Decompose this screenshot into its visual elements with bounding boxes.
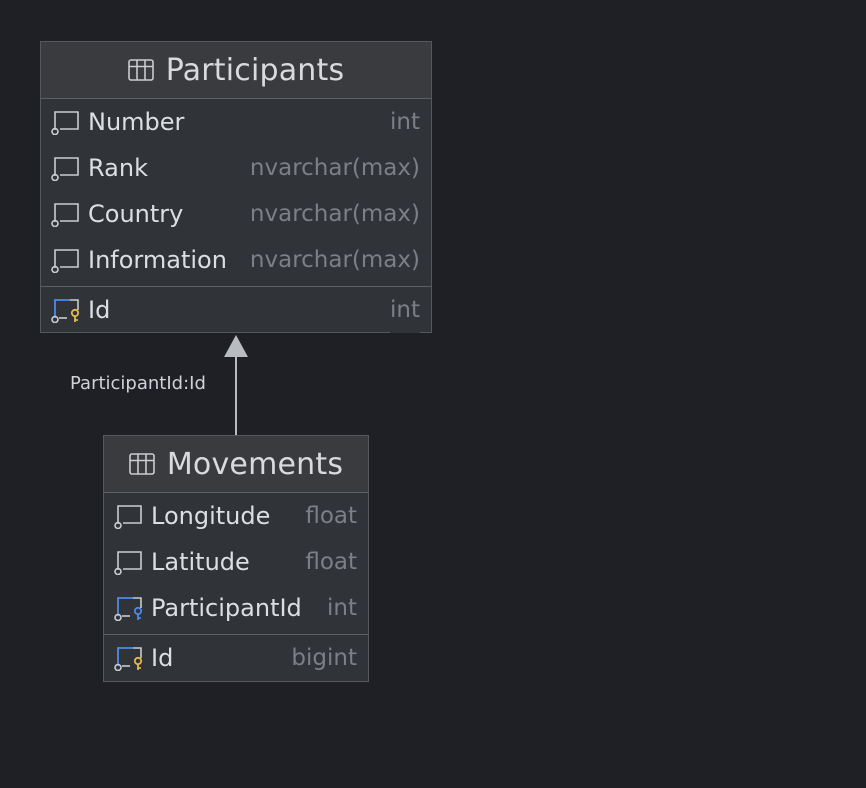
foreign-key-column-icon xyxy=(114,597,143,621)
column-type: int xyxy=(327,585,357,631)
column-row[interactable]: Information nvarchar(max) xyxy=(41,237,431,283)
column-row[interactable]: Rank nvarchar(max) xyxy=(41,145,431,191)
column-name: Country xyxy=(88,200,184,228)
column-row[interactable]: ParticipantId int xyxy=(104,585,368,631)
column-type: float xyxy=(305,493,357,539)
entity-header[interactable]: Movements xyxy=(104,436,368,493)
column-type: float xyxy=(305,539,357,585)
table-icon xyxy=(127,59,154,81)
column-icon xyxy=(51,157,79,181)
column-row[interactable]: Number int xyxy=(41,99,431,145)
primary-key-row[interactable]: Id int xyxy=(41,287,431,333)
column-icon xyxy=(51,249,79,273)
column-name: Rank xyxy=(88,154,148,182)
column-row[interactable]: Country nvarchar(max) xyxy=(41,191,431,237)
column-type: bigint xyxy=(291,635,357,681)
column-icon xyxy=(51,111,79,135)
column-name: Number xyxy=(88,108,185,136)
entity-title: Participants xyxy=(165,52,345,88)
column-name: Longitude xyxy=(151,502,271,530)
key-separator xyxy=(41,286,431,287)
column-type: nvarchar(max) xyxy=(249,191,420,237)
primary-key-row[interactable]: Id bigint xyxy=(104,635,368,681)
column-type: nvarchar(max) xyxy=(249,237,420,283)
entity-header[interactable]: Participants xyxy=(41,42,431,99)
entity-title: Movements xyxy=(166,446,344,482)
column-row[interactable]: Longitude float xyxy=(104,493,368,539)
column-icon xyxy=(114,505,142,529)
column-name: Id xyxy=(151,644,174,672)
entity-participants[interactable]: Participants Number int Rank nvarchar(ma… xyxy=(40,41,432,333)
relationship-arrowhead-icon xyxy=(224,335,248,357)
entity-movements[interactable]: Movements Longitude float Latitude float… xyxy=(103,435,369,682)
relationship-label: ParticipantId:Id xyxy=(70,373,206,394)
primary-key-column-icon xyxy=(114,647,143,671)
key-separator xyxy=(104,634,368,635)
column-type: int xyxy=(390,287,420,333)
column-name: Id xyxy=(88,296,111,324)
primary-key-column-icon xyxy=(51,299,80,323)
column-row[interactable]: Latitude float xyxy=(104,539,368,585)
column-type: nvarchar(max) xyxy=(249,145,420,191)
table-icon xyxy=(129,453,155,475)
column-type: int xyxy=(390,99,420,145)
column-name: Latitude xyxy=(151,548,250,576)
column-icon xyxy=(114,551,142,575)
column-name: ParticipantId xyxy=(151,594,302,622)
column-icon xyxy=(51,203,79,227)
column-name: Information xyxy=(88,246,227,274)
